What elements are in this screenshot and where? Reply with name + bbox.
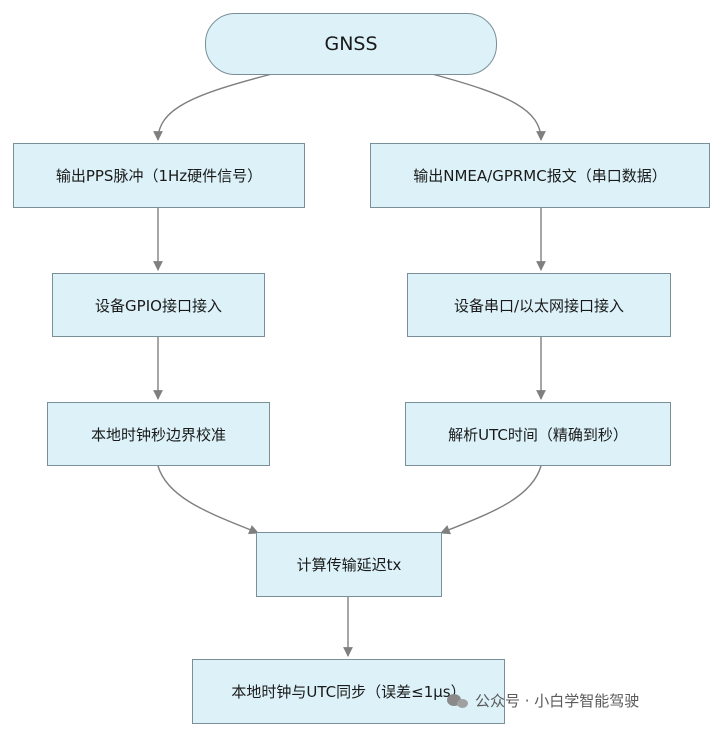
node-gpio-input-label: 设备GPIO接口接入 (95, 296, 222, 315)
edge-calibrate-to-delay (157, 465, 259, 535)
node-serial-input-label: 设备串口/以太网接口接入 (453, 296, 625, 315)
node-clock-calibrate: 本地时钟秒边界校准 (47, 402, 270, 466)
node-utc-parse: 解析UTC时间（精确到秒） (405, 402, 671, 466)
wechat-icon (447, 693, 469, 709)
node-delay-compute: 计算传输延迟tx (256, 532, 442, 597)
node-gpio-input: 设备GPIO接口接入 (52, 273, 265, 337)
node-delay-compute-label: 计算传输延迟tx (296, 556, 402, 574)
edge-parse-to-delay (440, 465, 542, 535)
watermark: 公众号 · 小白学智能驾驶 (447, 690, 639, 711)
node-serial-input: 设备串口/以太网接口接入 (407, 273, 671, 337)
edge-gnss-to-pps (153, 73, 273, 141)
watermark-text: 公众号 · 小白学智能驾驶 (475, 692, 640, 710)
node-utc-parse-label: 解析UTC时间（精确到秒） (448, 425, 628, 444)
node-clock-calibrate-label: 本地时钟秒边界校准 (90, 425, 226, 444)
node-gnss-label: GNSS (324, 33, 378, 55)
node-nmea-output-label: 输出NMEA/GPRMC报文（串口数据） (413, 167, 667, 185)
node-pps-output-label: 输出PPS脉冲（1Hz硬件信号） (55, 167, 263, 185)
node-gnss: GNSS (205, 13, 497, 75)
node-nmea-output: 输出NMEA/GPRMC报文（串口数据） (370, 143, 710, 208)
node-utc-sync-label: 本地时钟与UTC同步（误差≤1μs） (231, 683, 466, 701)
node-pps-output: 输出PPS脉冲（1Hz硬件信号） (13, 143, 305, 208)
edge-gnss-to-nmea (431, 73, 546, 141)
